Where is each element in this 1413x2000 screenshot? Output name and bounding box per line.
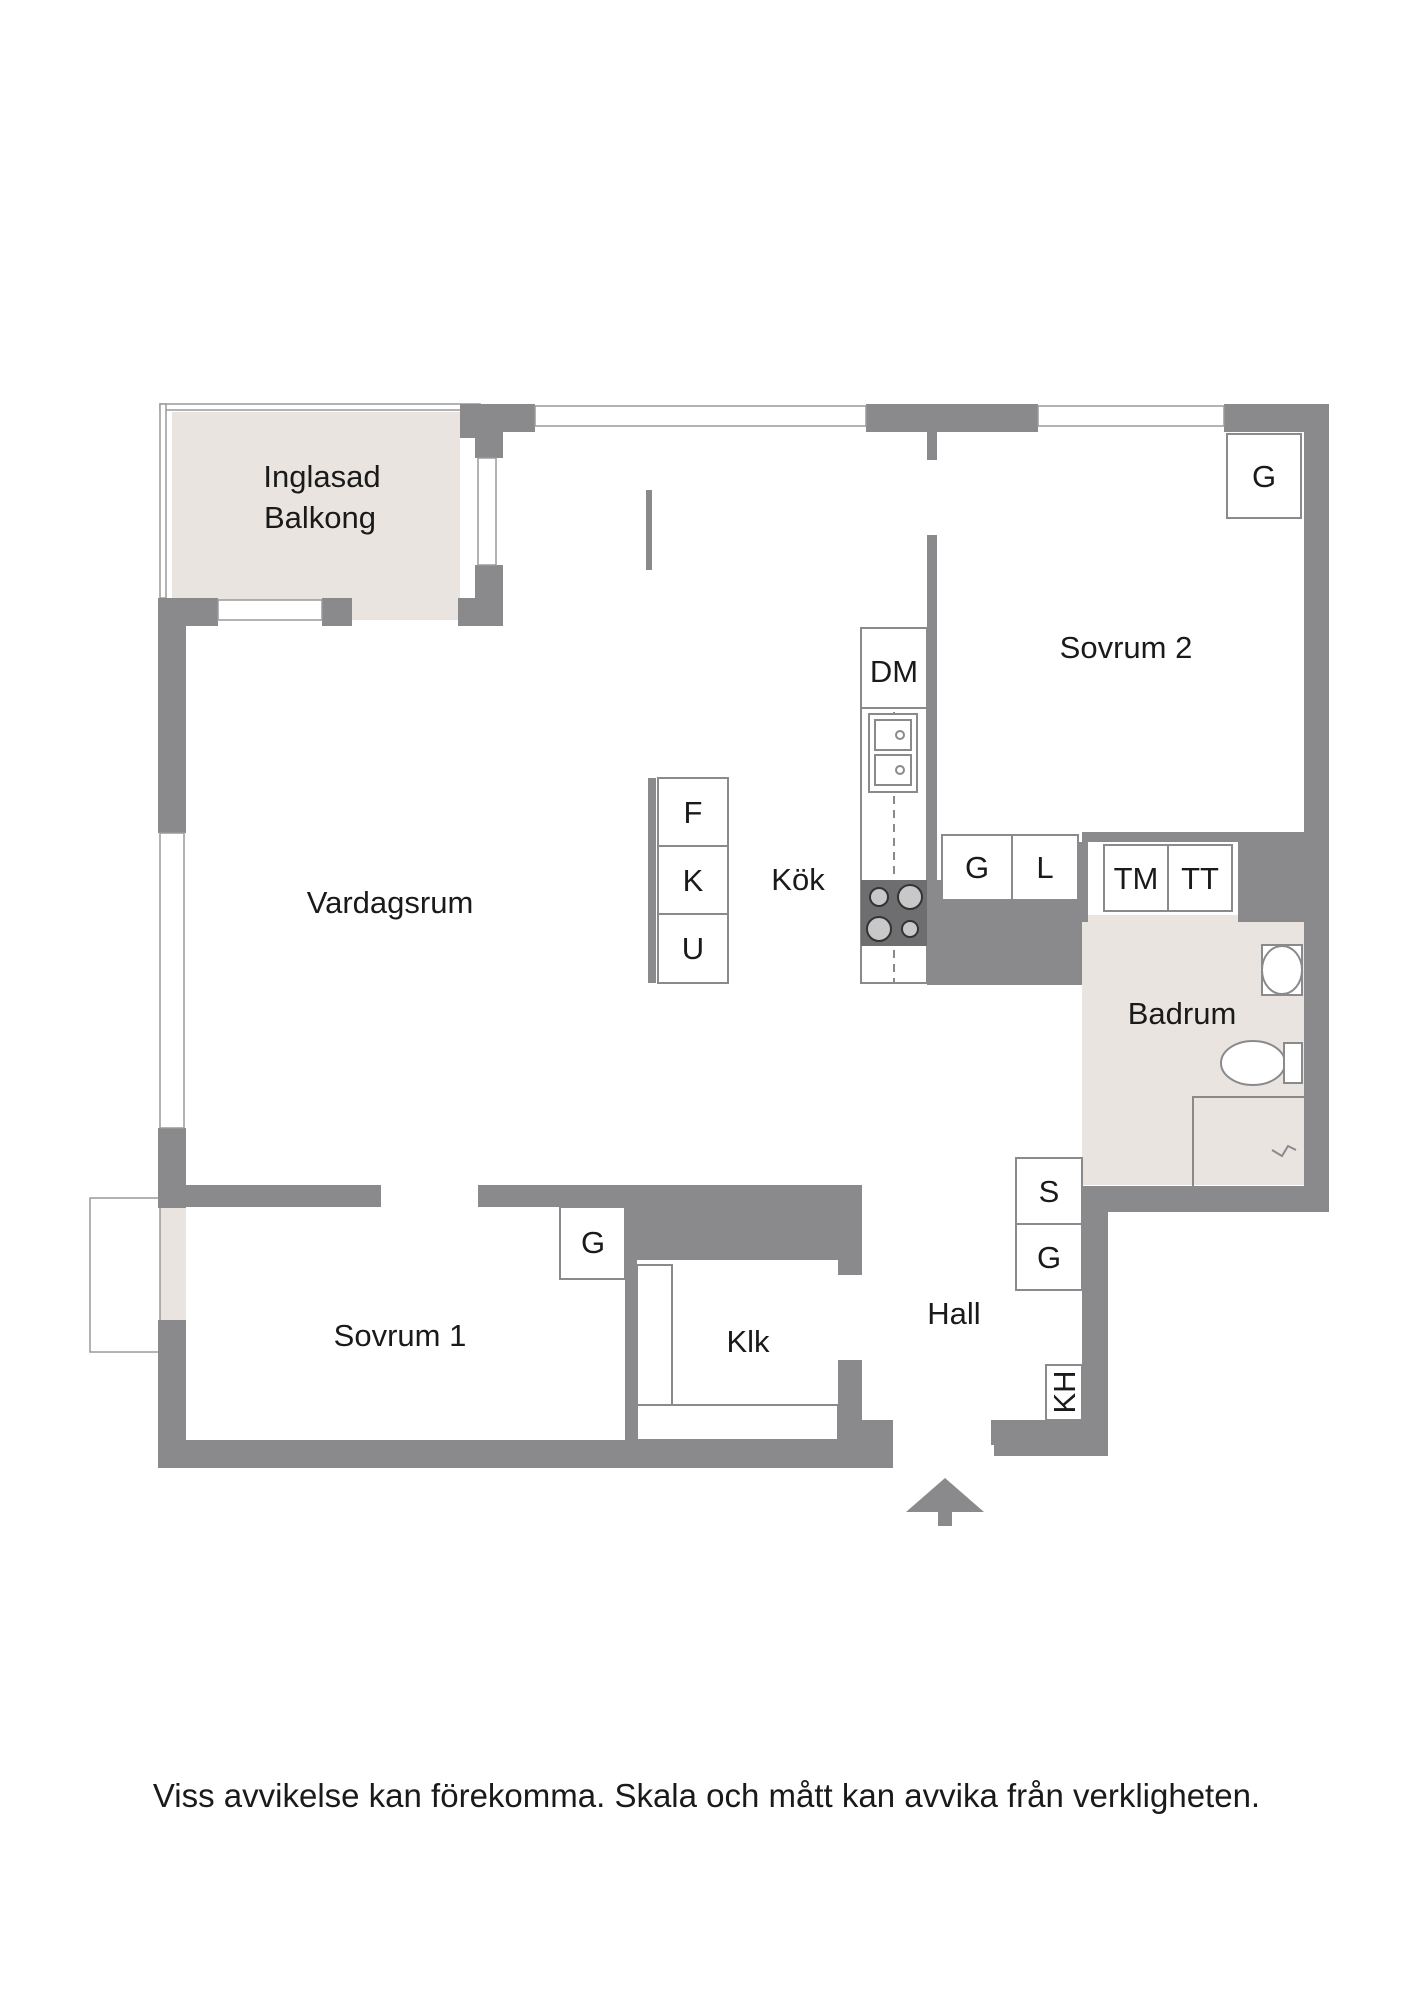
stove-icon [861,880,927,946]
coat-hook-box [1045,1364,1083,1421]
toilet-icon [1220,1040,1303,1086]
fixture-label-dishwasher: DM [870,654,918,689]
balcony-frame [159,403,481,411]
room-label-kitchen: Kök [771,862,825,897]
linen-box [1011,834,1079,901]
fixture-label-wardrobe-hall-top: G [965,850,989,885]
fixture-label-wardrobe-hall: G [1037,1240,1061,1275]
fixture-label-coat-hook: KH [1047,1370,1082,1413]
room-label-hall: Hall [927,1296,980,1331]
fixture-label-washer: TM [1114,861,1159,896]
room-label-living: Vardagsrum [307,885,474,920]
washbasin-icon [1261,944,1303,996]
closet-shelf [636,1264,673,1406]
room-label-bedroom2: Sovrum 2 [1060,630,1193,665]
shoe-cabinet-box [1015,1157,1083,1225]
fixture-label-shoe-cabinet: S [1039,1174,1060,1209]
wardrobe-bedroom1-box [559,1206,626,1280]
small-balcony-frame [89,1197,161,1353]
sink-icon [868,713,918,793]
room-label-balcony-1: Inglasad [263,459,380,494]
windows [159,405,1225,1129]
balcony-floor [172,412,460,620]
fixture-label-wardrobe-bedroom1: G [581,1225,605,1260]
wardrobe-bedroom2-box [1226,433,1302,519]
walls [158,404,1329,1468]
dryer-box [1167,844,1233,912]
fixture-label-wardrobe-bedroom2: G [1252,459,1276,494]
fixture-label-cabinet-u: U [682,931,704,966]
fixture-label-linen: L [1036,850,1053,885]
room-label-bedroom1: Sovrum 1 [334,1318,467,1353]
fixture-label-dryer: TT [1181,861,1219,896]
disclaimer-text: Viss avvikelse kan förekomma. Skala och … [152,1777,1261,1814]
balcony-frame-left [159,403,167,599]
entrance-arrow-icon [906,1478,984,1526]
room-label-closet: Klk [726,1324,770,1359]
room-label-bathroom: Badrum [1128,996,1237,1031]
shower-icon [1192,1096,1304,1186]
closet-shelf-bottom [636,1404,839,1441]
wardrobe-hall-box [1015,1223,1083,1291]
fixture-label-fridge: F [684,795,703,830]
kitchen-island [648,777,729,984]
washer-box [1103,844,1169,912]
room-label-balcony-2: Balkong [264,500,376,535]
wardrobe-hall-top-box [941,834,1013,901]
fixture-label-cabinet-k: K [683,863,704,898]
